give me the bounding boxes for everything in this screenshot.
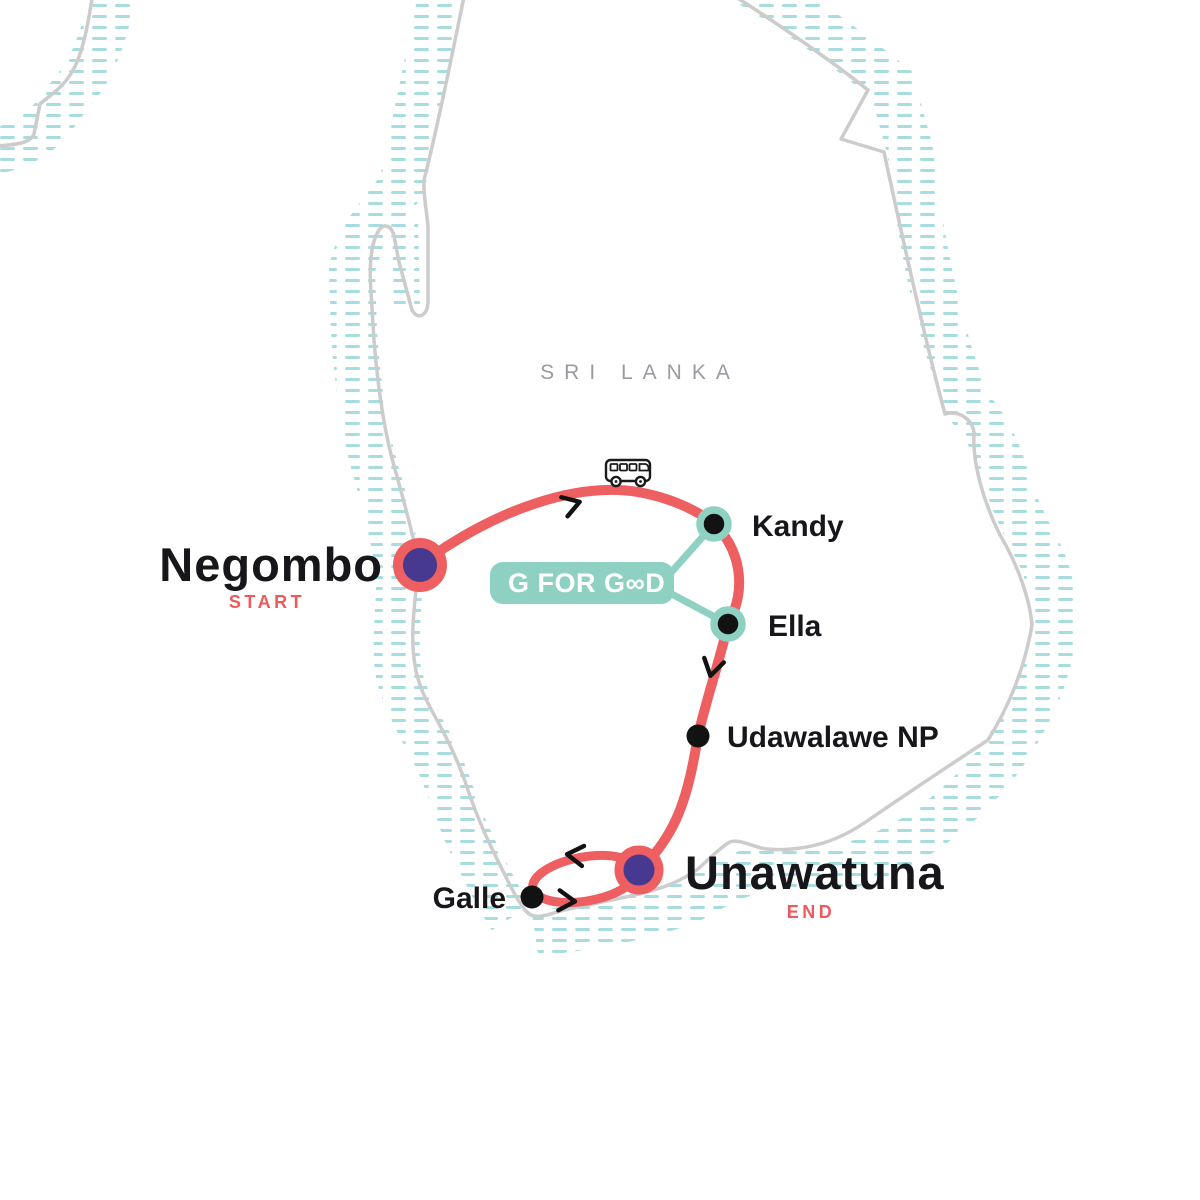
g-for-good-badge — [490, 562, 674, 604]
india-coastline — [0, 0, 94, 148]
ella-label: Ella — [768, 610, 822, 643]
g-for-good-badge-label: G FOR G∞D — [508, 568, 665, 598]
route-negombo-kandy — [415, 485, 719, 570]
marker-unawatuna-end — [614, 845, 664, 895]
chevron-icon — [556, 888, 578, 913]
g-for-good-badge-group: G FOR G∞D — [490, 520, 732, 628]
stop-labels: Negombo START Kandy Ella Udawalawe NP Ga… — [159, 510, 945, 922]
sri-lanka-coastline — [368, 0, 1034, 919]
water-hatching-west-coast — [328, 0, 531, 931]
stop-markers — [393, 506, 746, 909]
water-hatching — [0, 0, 1077, 957]
coastlines — [0, 0, 1034, 919]
unawatuna-label: Unawatuna — [685, 846, 945, 899]
marker-kandy — [696, 506, 732, 542]
chevron-icon — [702, 655, 726, 679]
route-direction-chevrons — [556, 495, 726, 913]
negombo-label: Negombo — [159, 538, 383, 591]
kandy-label: Kandy — [752, 510, 844, 543]
galle-label: Galle — [433, 882, 506, 915]
water-hatching-india — [0, 0, 136, 174]
marker-negombo-start — [393, 538, 447, 592]
marker-ella — [710, 606, 746, 642]
chevron-icon — [564, 843, 587, 869]
marker-galle — [520, 885, 544, 909]
start-tag: START — [229, 592, 305, 612]
udawalawe-label: Udawalawe NP — [727, 721, 939, 754]
bus-icon — [604, 458, 652, 488]
marker-udawalawe — [686, 724, 710, 748]
end-tag: END — [787, 902, 836, 922]
chevron-icon — [559, 495, 582, 519]
water-hatching-east-south-coast — [531, 0, 1077, 957]
country-label: SRI LANKA — [540, 361, 740, 384]
